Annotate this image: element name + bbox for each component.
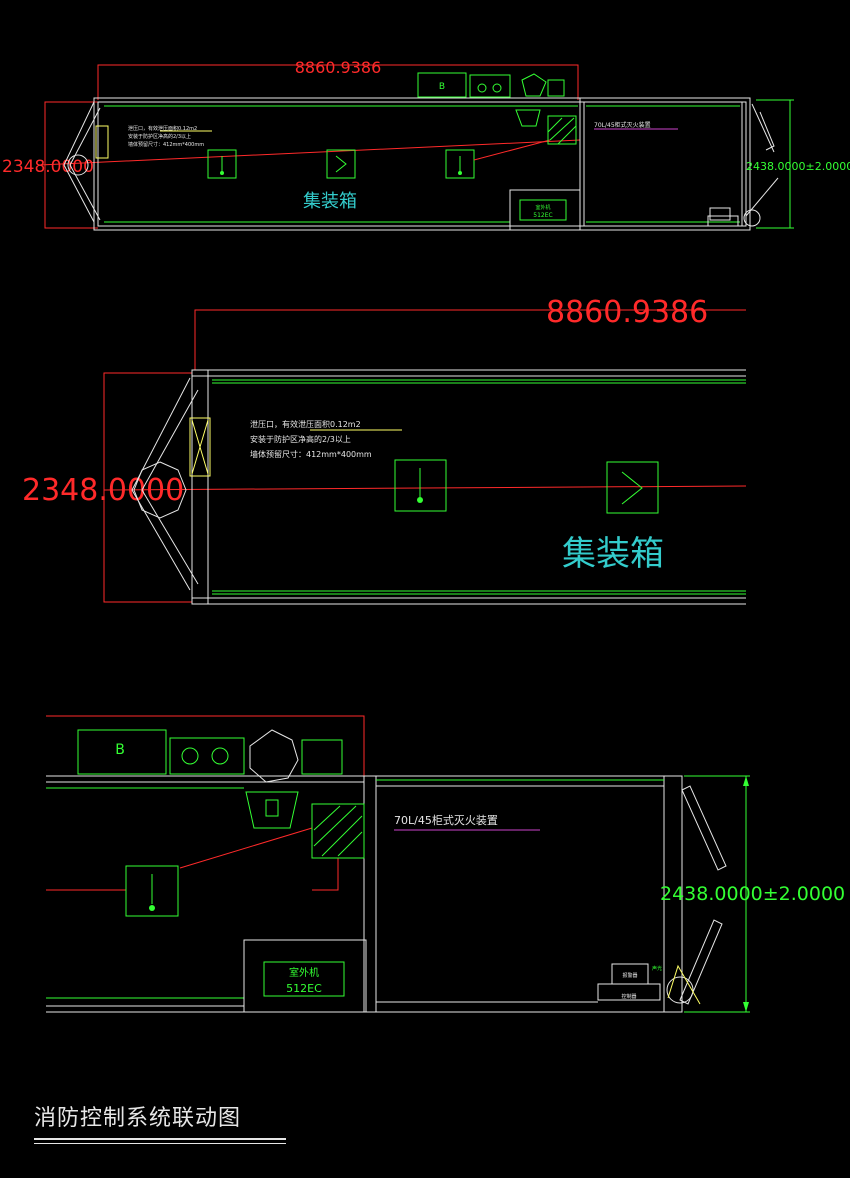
top-view: 8860.9386 2348.0000 泄压口，有效泄压面积0.12m2 安装 — [2, 58, 850, 231]
heat-detector-icon — [326, 149, 356, 179]
suppression-device-icon — [547, 115, 577, 145]
middle-note: 泄压口，有效泄压面积0.12m2 安装于防护区净高的2/3以上 墙体预留尺寸：4… — [250, 419, 372, 459]
controller-panel — [597, 983, 661, 1001]
middle-container-label: 集装箱 — [562, 534, 664, 574]
svg-text:泄压口，有效泄压面积0.12m2: 泄压口，有效泄压面积0.12m2 — [128, 125, 197, 132]
bottom-panel-label-1: 报警器 — [622, 972, 637, 979]
ac-unit-icon — [515, 109, 541, 127]
bottom-view: B 70L/45柜式灭火装置 室外机 512EC 报警器 控制器 声光 — [46, 715, 845, 1013]
caption-underline — [34, 1138, 286, 1140]
bottom-outdoor-unit-label: 室外机 — [289, 966, 319, 979]
svg-text:墙体预留尺寸：412mm*400mm: 墙体预留尺寸：412mm*400mm — [128, 141, 204, 148]
middle-length-dimension: 8860.9386 — [546, 295, 708, 330]
bottom-box-label: B — [115, 742, 125, 758]
bottom-side-dimension: 2438.0000±2.0000 — [660, 883, 845, 905]
top-outdoor-unit-label: 室外机 — [535, 204, 550, 211]
bottom-suppression-label: 70L/45柜式灭火装置 — [394, 814, 498, 827]
middle-view: 8860.9386 2348.0000 泄压口，有效泄压面积0.12m2 — [22, 295, 747, 605]
smoke-detector-icon — [445, 149, 475, 179]
svg-text:安装于防护区净高的2/3以上: 安装于防护区净高的2/3以上 — [128, 133, 191, 140]
middle-dimension-lines — [103, 309, 747, 603]
top-left-door — [63, 101, 101, 223]
ac-unit-icon — [245, 791, 299, 829]
heat-detector-icon — [606, 461, 659, 514]
bottom-panel-label-3: 声光 — [652, 965, 662, 972]
top-container-label: 集装箱 — [303, 191, 357, 212]
middle-container-walls — [191, 369, 746, 605]
vent-icon — [189, 417, 211, 477]
smoke-detector-icon — [207, 149, 237, 179]
fan-icon — [249, 729, 299, 783]
top-equipment-row — [417, 72, 565, 98]
extinguisher-icon — [666, 976, 694, 1004]
bottom-outdoor-unit — [243, 939, 367, 1013]
vent-icon — [95, 125, 109, 159]
extinguisher-icon — [743, 209, 761, 227]
svg-text:泄压口，有效泄压面积0.12m2: 泄压口，有效泄压面积0.12m2 — [250, 419, 361, 429]
fan-icon — [67, 154, 89, 176]
svg-text:墙体预留尺寸：412mm*400mm: 墙体预留尺寸：412mm*400mm — [250, 449, 372, 459]
drawing-caption: 消防控制系统联动图 — [34, 1106, 242, 1131]
smoke-detector-icon — [125, 865, 179, 917]
top-note: 泄压口，有效泄压面积0.12m2 安装于防护区净高的2/3以上 墙体预留尺寸：4… — [128, 125, 204, 148]
svg-text:安装于防护区净高的2/3以上: 安装于防护区净高的2/3以上 — [250, 434, 351, 444]
top-outdoor-unit — [509, 189, 581, 231]
top-side-dimension: 2438.0000±2.0000 — [746, 160, 850, 173]
top-length-dimension: 8860.9386 — [295, 58, 382, 77]
suppression-device-icon — [311, 803, 365, 859]
fan-icon — [133, 461, 187, 519]
bottom-container-walls — [46, 775, 683, 1013]
bottom-right-door — [679, 785, 727, 1005]
top-outdoor-unit-model: 512EC — [533, 212, 552, 219]
top-width-dimension: 2348.0000 — [2, 157, 94, 177]
top-suppression-label: 70L/45柜式灭火装置 — [594, 121, 651, 129]
caption-underline-secondary — [34, 1143, 286, 1144]
middle-width-dimension: 2348.0000 — [22, 473, 184, 508]
smoke-detector-icon — [394, 459, 447, 512]
bottom-outdoor-unit-model: 512EC — [286, 982, 322, 995]
bottom-equipment-row — [77, 729, 343, 775]
bottom-panel-label-2: 控制器 — [621, 993, 636, 1000]
top-box-label: B — [439, 82, 445, 92]
middle-left-door — [131, 377, 199, 591]
